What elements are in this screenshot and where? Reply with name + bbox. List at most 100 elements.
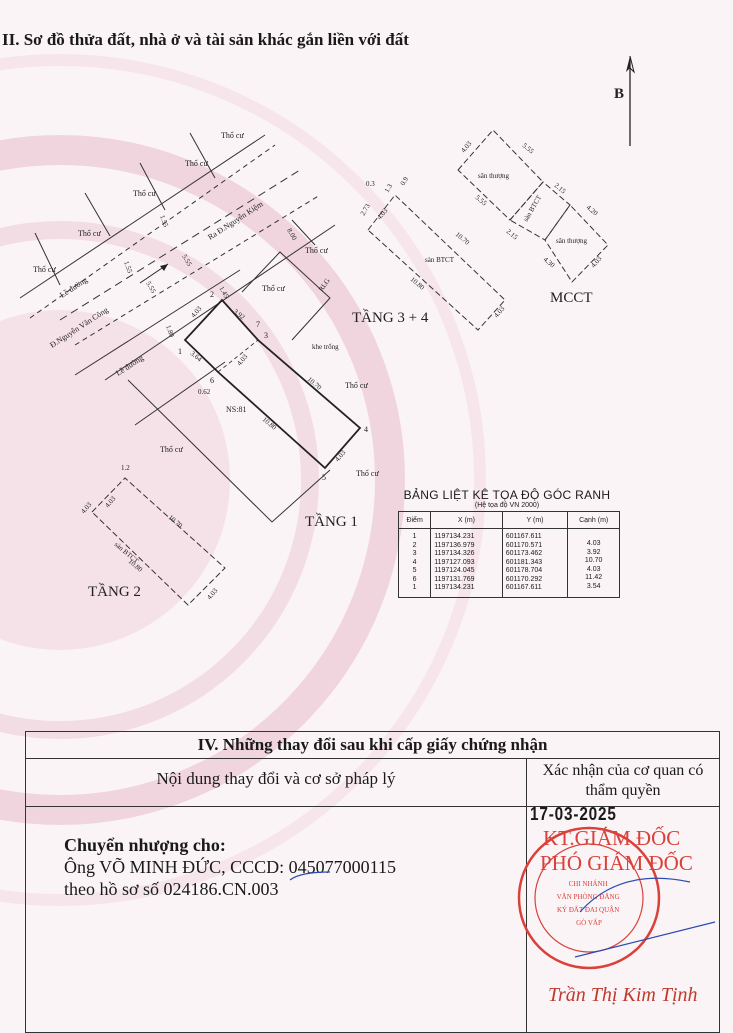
- edge-length: 3.92: [586, 548, 601, 556]
- roof-btct: [509, 181, 571, 241]
- coordinate-table-block: BẢNG LIỆT KÊ TỌA ĐỘ GÓC RANH (Hệ tọa độ …: [392, 488, 622, 598]
- label-tho-cu: Thổ cư: [262, 284, 285, 293]
- role-pho-giam-doc: PHÓ GIÁM ĐỐC: [540, 851, 693, 875]
- label-tho-cu: Thổ cư: [221, 131, 244, 140]
- north-label: B: [614, 86, 624, 102]
- north-arrow-icon: [626, 55, 635, 146]
- svg-text:1.3: 1.3: [383, 182, 395, 194]
- label-tho-cu: Thổ cư: [33, 265, 56, 274]
- svg-text:4.20: 4.20: [585, 203, 600, 217]
- section4-title: IV. Những thay đổi sau khi cấp giấy chứn…: [26, 732, 719, 759]
- label-tho-cu: Thổ cư: [78, 229, 101, 238]
- svg-text:2.73: 2.73: [359, 202, 372, 217]
- role-kt-giam-doc: KT.GIÁM ĐỐC: [543, 826, 681, 850]
- coordinate-table-title: BẢNG LIỆT KÊ TỌA ĐỘ GÓC RANH: [403, 488, 611, 502]
- label-san-thuong: sân thượng: [478, 172, 510, 180]
- floor34-outline: [367, 194, 506, 331]
- edge-length: 4.03: [586, 565, 601, 573]
- cell-point: 1: [397, 584, 432, 597]
- cell-y: 601170.292: [501, 575, 569, 584]
- label-tho-cu: Thổ cư: [305, 246, 328, 255]
- cell-y: 601167.611: [501, 528, 569, 542]
- svg-text:3.64: 3.64: [189, 349, 204, 363]
- svg-text:1.80: 1.80: [164, 324, 176, 339]
- section-title: II. Sơ đồ thửa đất, nhà ở và tài sản khá…: [2, 30, 409, 49]
- cell-y: 601173.462: [501, 550, 569, 559]
- col-right-header: Xác nhận của cơ quan có thẩm quyền: [542, 762, 704, 799]
- svg-text:10.70: 10.70: [167, 513, 185, 530]
- floor2-outline: [91, 477, 226, 606]
- label-le-duong: Lề đường: [114, 353, 145, 377]
- cell-point: 5: [397, 567, 432, 576]
- svg-text:1.2: 1.2: [121, 464, 130, 472]
- content-line1: Ông VÕ MINH ĐỨC, CCCD: 045077000115: [64, 857, 396, 877]
- svg-text:5.55: 5.55: [474, 193, 489, 207]
- cell-point: 4: [397, 558, 432, 567]
- svg-text:2.15: 2.15: [553, 181, 568, 195]
- cell-point: 6: [397, 575, 432, 584]
- cell-x: 1197131.769: [430, 575, 503, 584]
- roof-terrace-top: [457, 129, 544, 221]
- svg-text:4.03: 4.03: [492, 304, 506, 319]
- svg-text:5.55: 5.55: [144, 280, 157, 295]
- label-mcct: MCCT: [550, 290, 593, 306]
- label-area: NS:81: [226, 405, 246, 414]
- label-tang1: TẦNG 1: [305, 513, 358, 530]
- label-tang34: TẦNG 3 + 4: [352, 309, 429, 326]
- label-tho-cu: Thổ cư: [356, 469, 379, 478]
- svg-text:10.70: 10.70: [454, 230, 472, 247]
- svg-text:4.03: 4.03: [235, 352, 249, 367]
- label-san-btct: sàn BTCT: [522, 193, 544, 223]
- label-khe-trong: khe trống: [312, 343, 339, 351]
- svg-text:8.00: 8.00: [285, 227, 298, 242]
- roof-terrace-bottom: [544, 204, 609, 283]
- label-tho-cu: Thổ cư: [185, 159, 208, 168]
- svg-text:3.92: 3.92: [232, 307, 247, 321]
- corner-points: 1 2 3 4 5 6 7: [178, 290, 368, 482]
- label-san-thuong: sân thượng: [556, 237, 588, 245]
- svg-text:4.03: 4.03: [79, 500, 93, 515]
- svg-text:0.62: 0.62: [198, 388, 211, 396]
- svg-text:4.03: 4.03: [589, 254, 603, 269]
- change-content: Chuyển nhượng cho: Ông VÕ MINH ĐỨC, CCCD…: [64, 834, 396, 900]
- svg-text:7: 7: [256, 320, 260, 329]
- cell-y: 601170.571: [501, 541, 569, 550]
- svg-text:4.03: 4.03: [103, 494, 117, 509]
- label-le-duong: Lề đường: [58, 275, 89, 299]
- svg-text:1: 1: [178, 347, 182, 356]
- svg-text:1.55: 1.55: [122, 260, 134, 275]
- cell-point: 1: [397, 528, 432, 542]
- cell-point: 2: [397, 541, 432, 550]
- svg-text:0.9: 0.9: [399, 175, 411, 187]
- signature-name: Trần Thị Kim Tịnh: [548, 984, 698, 1006]
- svg-text:5.55: 5.55: [521, 141, 536, 155]
- svg-text:4.03: 4.03: [189, 304, 203, 319]
- edge-length: 10.70: [584, 557, 603, 565]
- svg-text:4.03: 4.03: [205, 586, 219, 601]
- svg-text:4.03: 4.03: [459, 139, 473, 154]
- svg-text:4: 4: [364, 425, 368, 434]
- svg-text:5: 5: [322, 473, 326, 482]
- svg-text:1.45: 1.45: [217, 285, 230, 300]
- confirmation-date: 17-03-2025: [530, 804, 617, 824]
- content-heading: Chuyển nhượng cho:: [64, 835, 226, 855]
- cell-x: 1197127.093: [430, 558, 503, 567]
- label-san-btct: sàn BTCT: [425, 256, 455, 264]
- svg-text:2.15: 2.15: [505, 227, 520, 241]
- label-road-to: Ra Đ.Nguyễn Kiệm: [206, 199, 265, 242]
- cell-x: 1197124.045: [430, 567, 503, 576]
- svg-text:5.55: 5.55: [180, 253, 193, 268]
- cell-y: 601167.611: [501, 584, 569, 597]
- cell-y: 601178.704: [501, 567, 569, 576]
- cell-x: 1197136.979: [430, 541, 503, 550]
- label-tang2: TẦNG 2: [88, 583, 141, 600]
- svg-text:1.55: 1.55: [158, 214, 170, 229]
- coordinate-table-subtitle: (Hệ tọa độ VN 2000): [474, 502, 540, 509]
- label-tho-cu: Thổ cư: [345, 381, 368, 390]
- col-header: Cạnh (m): [567, 511, 620, 529]
- cell-point: 3: [397, 550, 432, 559]
